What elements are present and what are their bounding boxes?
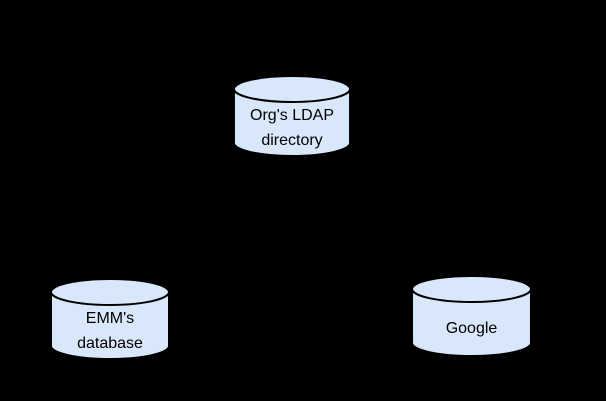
db-node-google: Google (411, 275, 532, 357)
db-node-org-ldap-directory: Org's LDAP directory (233, 75, 351, 157)
db-node-emm-database: EMM's database (50, 278, 170, 360)
node-label-line: database (77, 335, 143, 352)
cylinder-top (233, 75, 351, 103)
cylinder-body (233, 89, 351, 157)
database-cylinder-icon (50, 278, 170, 360)
database-cylinder-icon (233, 75, 351, 157)
node-label: EMM's database (50, 304, 170, 358)
cylinder-top (50, 278, 170, 306)
cylinder-body (50, 292, 170, 360)
node-label-line: EMM's (85, 310, 135, 327)
node-label-line: directory (261, 132, 323, 149)
node-label-line: Google (445, 319, 498, 337)
cylinder-top (411, 275, 532, 303)
cylinder-body (411, 289, 532, 357)
node-label: Google (411, 301, 532, 355)
node-label: Org's LDAP directory (233, 101, 351, 155)
database-cylinder-icon (411, 275, 532, 357)
node-label-line: Org's LDAP (250, 107, 334, 124)
